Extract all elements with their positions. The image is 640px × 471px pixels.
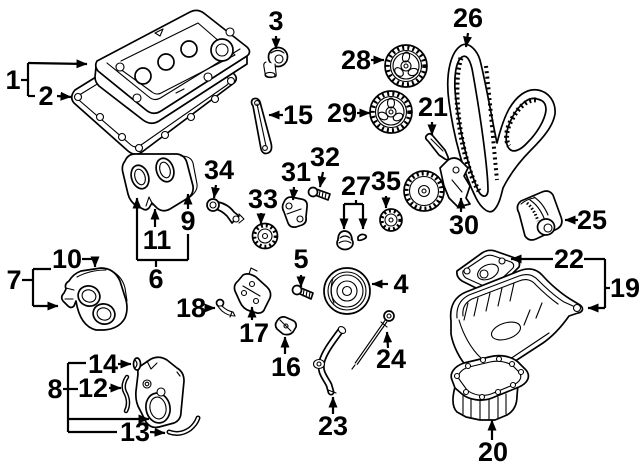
dowel-pin-drawing [424, 132, 450, 161]
part-label-9[interactable]: 9 [180, 206, 195, 236]
grommet-14-drawing [132, 357, 142, 371]
crankshaft-pulley-drawing [323, 267, 371, 315]
part-label-15[interactable]: 15 [283, 100, 313, 130]
cam-sprocket-29-drawing [369, 90, 413, 134]
part-label-31[interactable]: 31 [281, 157, 311, 187]
idler-pulley-drawing [251, 222, 279, 250]
upper-timing-cover-drawing [121, 153, 198, 212]
part-label-14[interactable]: 14 [88, 349, 118, 379]
part-label-12[interactable]: 12 [78, 373, 108, 403]
idler-pulley-35-drawing [379, 208, 403, 232]
part-label-24[interactable]: 24 [376, 344, 406, 374]
bracket-16-drawing [274, 315, 298, 336]
callout-arrow-26 [463, 32, 472, 48]
part-label-29[interactable]: 29 [327, 98, 357, 128]
grommet-27-drawing [336, 230, 368, 251]
part-label-5[interactable]: 5 [293, 244, 308, 274]
cam-sensor-drawing [206, 198, 245, 224]
bracket-17-drawing [233, 267, 272, 314]
part-label-27[interactable]: 27 [341, 171, 371, 201]
part-label-11[interactable]: 11 [143, 225, 172, 255]
bolt-32-drawing [307, 186, 331, 201]
gasket-strip-13-drawing [166, 415, 201, 436]
part-label-8[interactable]: 8 [47, 374, 62, 404]
part-label-7[interactable]: 7 [6, 265, 21, 295]
spark-plug-seal-drawing [263, 46, 289, 79]
callout-arrow-24 [383, 331, 393, 349]
part-label-19[interactable]: 19 [610, 273, 640, 303]
part-label-26[interactable]: 26 [453, 3, 483, 33]
cam-sprocket-28-drawing [384, 44, 428, 88]
part-label-30[interactable]: 30 [449, 210, 479, 240]
callout-layer: 1234567891011121314151617181920212223242… [5, 3, 640, 467]
part-label-3[interactable]: 3 [268, 6, 283, 36]
part-label-28[interactable]: 28 [341, 45, 371, 75]
part-label-20[interactable]: 20 [478, 437, 508, 467]
callout-arrow-32 [317, 171, 327, 188]
part-label-16[interactable]: 16 [271, 352, 301, 382]
gasket-strip-12-drawing [121, 374, 131, 414]
part-label-33[interactable]: 33 [248, 184, 278, 214]
part-label-10[interactable]: 10 [52, 244, 82, 274]
small-bracket-31-drawing [281, 196, 308, 229]
callout-arrow-2 [56, 91, 72, 101]
callout-arrow-1 [27, 59, 88, 69]
callout-arrow-34 [211, 184, 221, 199]
callout-arrow-13 [149, 427, 166, 437]
part-label-1[interactable]: 1 [5, 65, 20, 95]
valve-cover-drawing [94, 9, 251, 125]
part-label-13[interactable]: 13 [120, 417, 150, 447]
part-label-4[interactable]: 4 [393, 269, 408, 299]
timing-belt-drawing [446, 43, 556, 213]
part-label-6[interactable]: 6 [148, 264, 163, 294]
belt-tensioner-drawing [403, 157, 471, 212]
rear-timing-cover-drawing [134, 356, 185, 429]
lower-oil-pan-drawing [450, 354, 530, 421]
callout-arrow-31 [289, 186, 299, 201]
part-label-18[interactable]: 18 [176, 293, 206, 323]
lower-timing-cover-drawing [60, 267, 128, 331]
part-label-17[interactable]: 17 [239, 318, 269, 348]
part-label-32[interactable]: 32 [310, 142, 340, 172]
part-label-22[interactable]: 22 [554, 244, 584, 274]
part-label-25[interactable]: 25 [577, 205, 607, 235]
dipstick-drawing [351, 310, 395, 370]
timing-belt-guide-drawing [250, 97, 273, 155]
part-label-35[interactable]: 35 [371, 166, 401, 196]
clip-18-drawing [215, 298, 236, 318]
part-label-21[interactable]: 21 [418, 92, 448, 122]
oil-guide-tube-drawing [312, 326, 347, 396]
bolt-5-drawing [291, 284, 314, 300]
oil-filter-drawing [516, 190, 563, 241]
engine-parts-artwork [60, 9, 584, 436]
part-label-2[interactable]: 2 [38, 81, 53, 111]
part-label-23[interactable]: 23 [318, 411, 348, 441]
part-label-34[interactable]: 34 [204, 155, 234, 185]
